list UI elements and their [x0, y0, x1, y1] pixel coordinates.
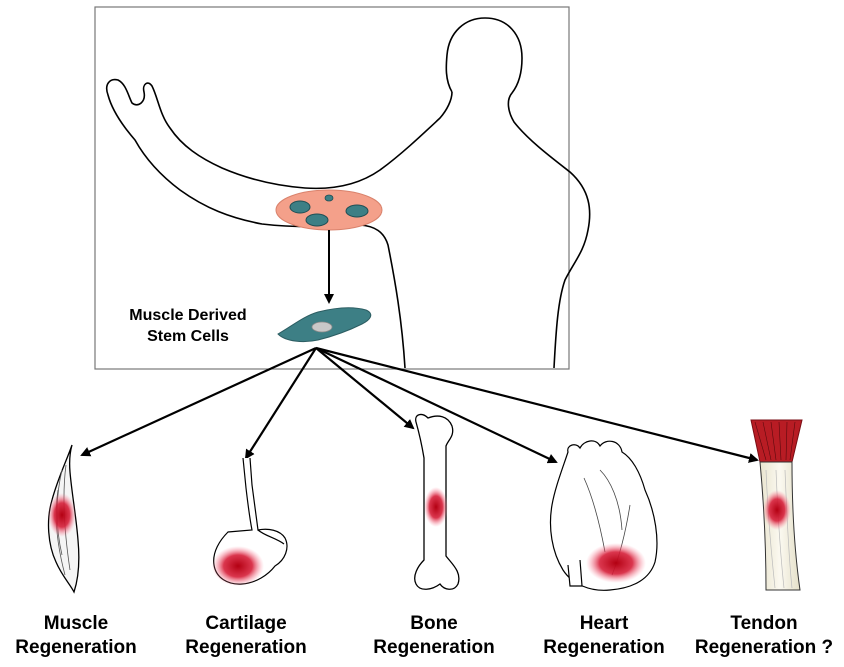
- label-heart: Heart Regeneration: [528, 612, 680, 660]
- label-cartilage-line2: Regeneration: [170, 636, 322, 660]
- label-heart-line2: Regeneration: [528, 636, 680, 660]
- label-tendon-line2: Regeneration ?: [686, 636, 842, 660]
- muscle-illustration: [48, 445, 79, 592]
- cartilage-illustration: [212, 458, 287, 586]
- label-bone-line2: Regeneration: [358, 636, 510, 660]
- heart-illustration: [550, 441, 656, 590]
- label-bone: Bone Regeneration: [358, 612, 510, 660]
- stem-cell-label-line2: Stem Cells: [108, 326, 268, 347]
- label-cartilage-line1: Cartilage: [170, 612, 322, 636]
- stem-cell-label: Muscle Derived Stem Cells: [108, 305, 268, 347]
- label-bone-line1: Bone: [358, 612, 510, 636]
- label-tendon-line1: Tendon: [686, 612, 842, 636]
- label-heart-line1: Heart: [528, 612, 680, 636]
- label-muscle-line1: Muscle: [0, 612, 152, 636]
- label-muscle-line2: Regeneration: [0, 636, 152, 660]
- bone-illustration: [415, 415, 459, 590]
- muscle-biopsy: [276, 190, 382, 230]
- label-cartilage: Cartilage Regeneration: [170, 612, 322, 660]
- tendon-illustration: [751, 420, 802, 590]
- stem-cell-label-line1: Muscle Derived: [108, 305, 268, 326]
- label-tendon: Tendon Regeneration ?: [686, 612, 842, 660]
- label-muscle: Muscle Regeneration: [0, 612, 152, 660]
